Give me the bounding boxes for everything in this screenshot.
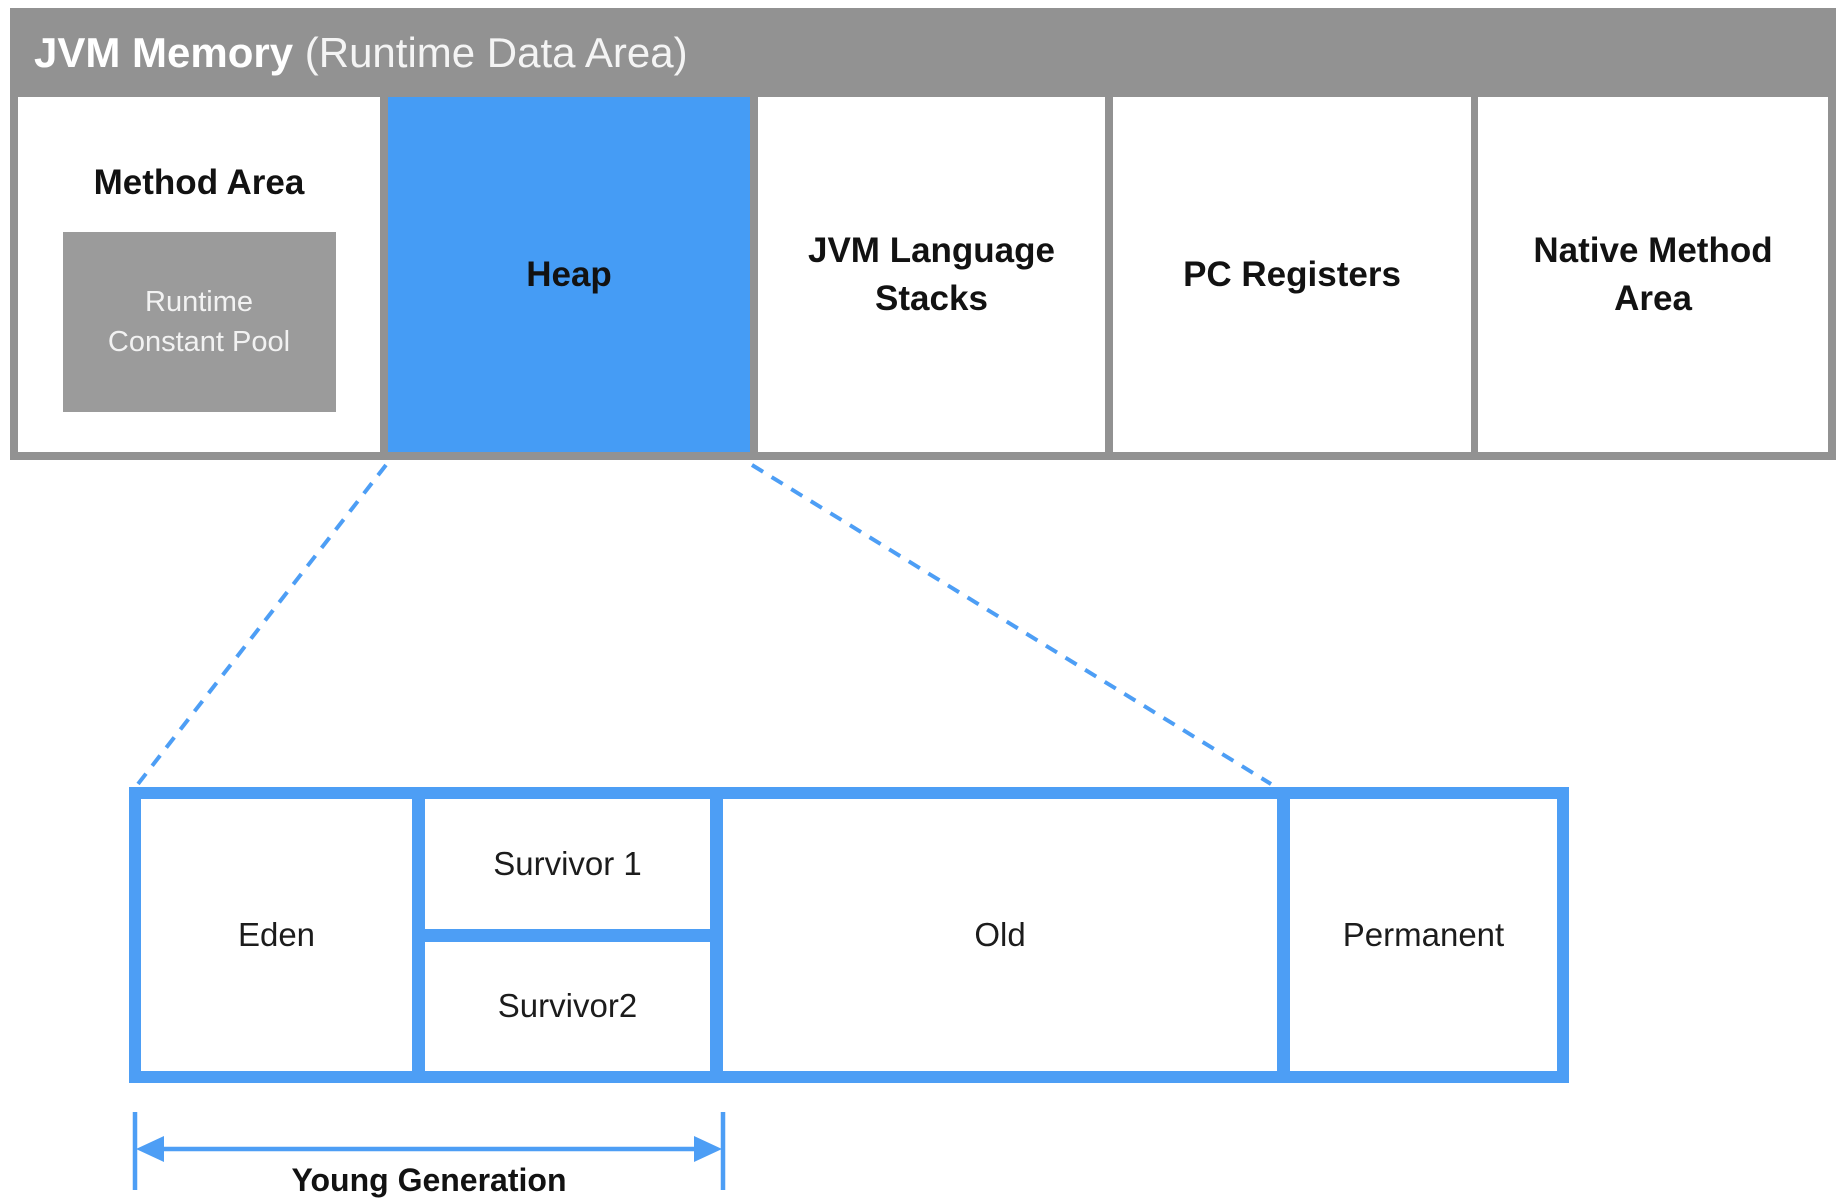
jvm-language-stacks-line1: JVM Language bbox=[808, 230, 1055, 270]
survivor-column: Survivor 1 Survivor2 bbox=[425, 799, 710, 1071]
pc-registers-label: PC Registers bbox=[1183, 254, 1401, 294]
jvm-language-stacks-label: JVM Language Stacks bbox=[808, 227, 1055, 323]
jvm-language-stacks-line2: Stacks bbox=[875, 278, 988, 318]
heap-dashed-connector-left bbox=[136, 463, 388, 786]
eden-cell: Eden bbox=[141, 799, 412, 1071]
jvm-memory-container: JVM Memory (Runtime Data Area) Method Ar… bbox=[10, 8, 1836, 460]
method-area-box: Method Area Runtime Constant Pool bbox=[18, 97, 380, 452]
heap-label: Heap bbox=[526, 254, 612, 294]
old-generation-cell: Old bbox=[723, 799, 1277, 1071]
native-method-area-label: Native Method Area bbox=[1533, 227, 1772, 323]
young-generation-arrowhead-right bbox=[694, 1136, 722, 1162]
survivor2-cell: Survivor2 bbox=[425, 941, 710, 1071]
jvm-language-stacks-box: JVM Language Stacks bbox=[758, 97, 1105, 452]
heap-box: Heap bbox=[388, 97, 750, 452]
native-method-area-line2: Area bbox=[1614, 278, 1692, 318]
diagram-title-bold: JVM Memory bbox=[34, 29, 294, 76]
pc-registers-box: PC Registers bbox=[1113, 97, 1471, 452]
method-area-label: Method Area bbox=[93, 163, 305, 202]
heap-detail-box: Eden Survivor 1 Survivor2 Old Permanent bbox=[129, 787, 1569, 1083]
survivor1-cell: Survivor 1 bbox=[425, 799, 710, 929]
permanent-generation-cell: Permanent bbox=[1290, 799, 1557, 1071]
diagram-title: JVM Memory (Runtime Data Area) bbox=[10, 8, 1836, 97]
runtime-constant-pool-label-line2: Constant Pool bbox=[107, 326, 291, 358]
native-method-area-box: Native Method Area bbox=[1478, 97, 1828, 452]
heap-dashed-connector-right bbox=[750, 463, 1273, 786]
young-generation-label: Young Generation bbox=[291, 1162, 567, 1198]
runtime-constant-pool-box: Runtime Constant Pool bbox=[62, 232, 336, 412]
young-generation-arrowhead-left bbox=[136, 1136, 164, 1162]
runtime-constant-pool-label-line1: Runtime bbox=[145, 286, 253, 318]
native-method-area-line1: Native Method bbox=[1533, 230, 1773, 270]
diagram-title-subtitle: (Runtime Data Area) bbox=[293, 29, 688, 76]
